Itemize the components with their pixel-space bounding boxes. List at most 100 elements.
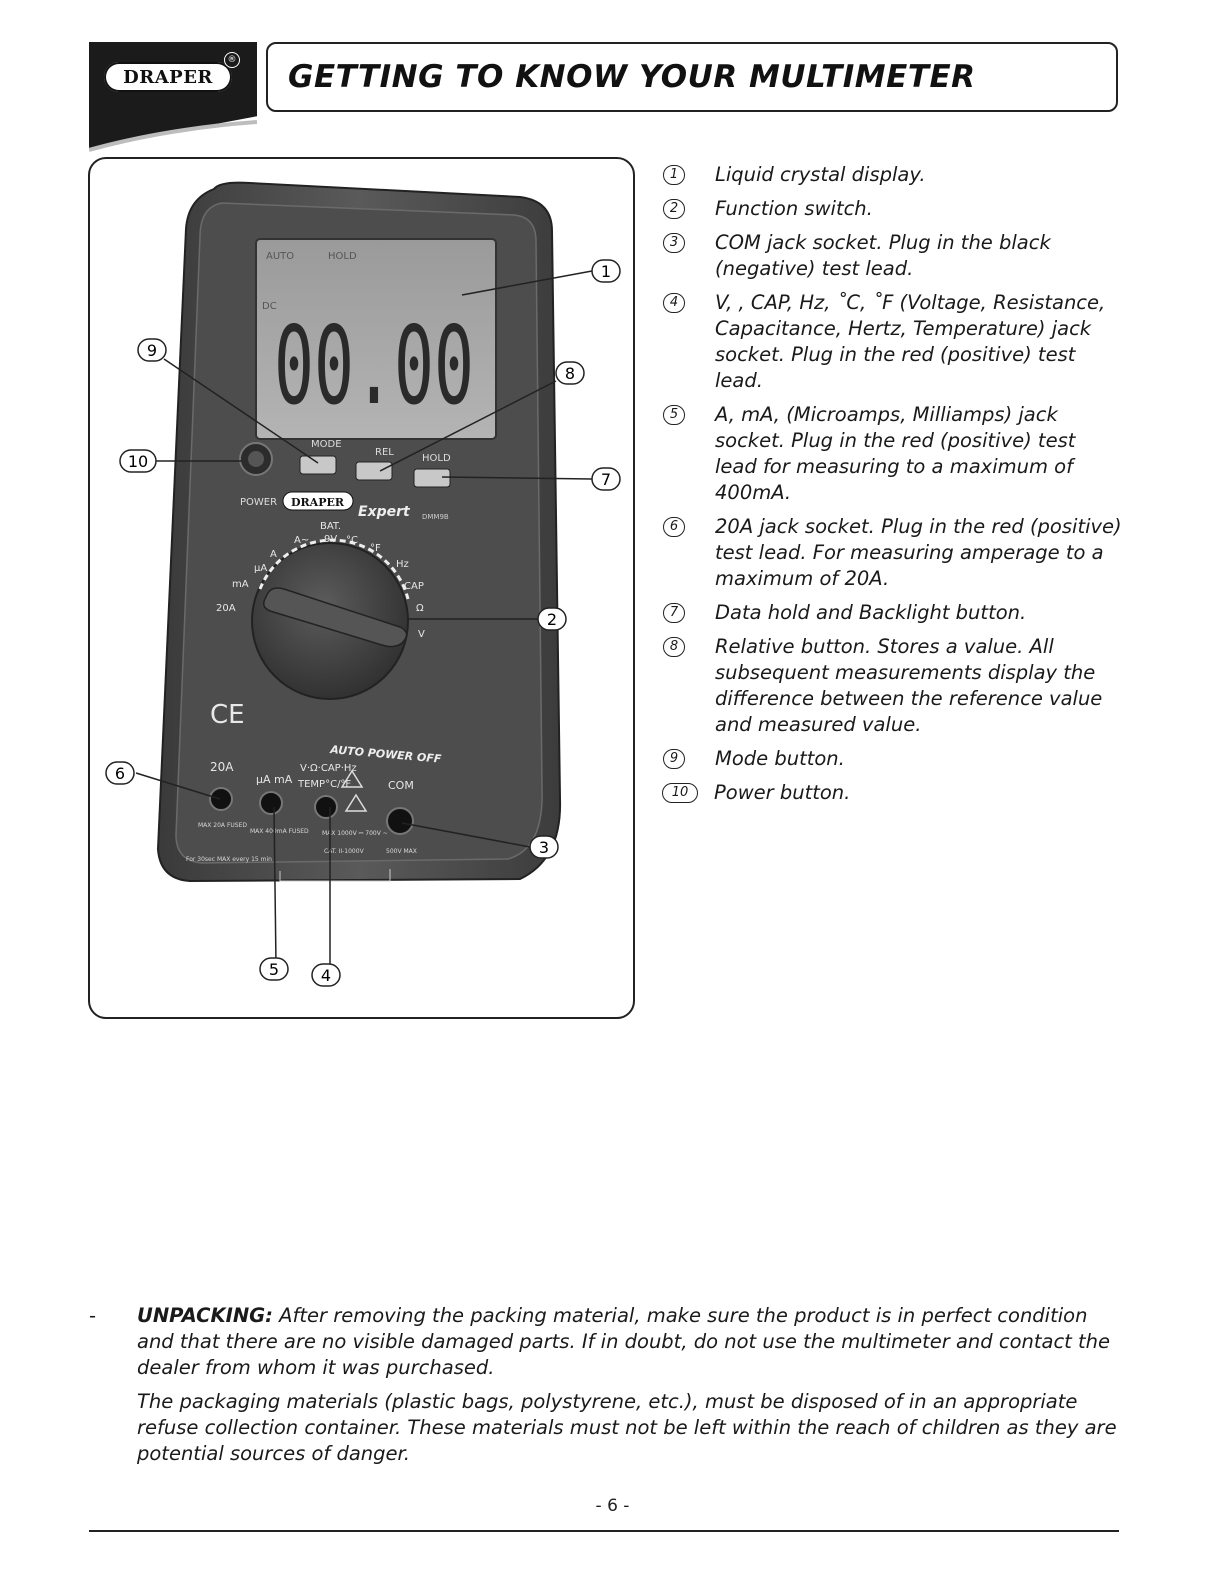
hold-button[interactable] (413, 468, 451, 488)
item-description: V, , CAP, Hz, ˚C, ˚F (Voltage, Resistanc… (715, 291, 1106, 392)
list-item: 6 20A jack socket. Plug in the red (posit… (662, 514, 1122, 592)
warning-triangle-2 (344, 793, 368, 812)
footer-rule (89, 1530, 1119, 1532)
rel-button[interactable] (355, 461, 393, 481)
list-item: 3 COM jack socket. Plug in the black (neg… (662, 230, 1122, 282)
list-item: 5 A, mA, (Microamps, Milliamps) jack sock… (662, 402, 1122, 506)
callout-10: 10 (128, 452, 148, 471)
multimeter-illustration: AUTO HOLD DC 00.00 MODE REL HOLD POWER D… (105, 181, 621, 987)
item-number: 8 (663, 637, 685, 657)
dial-label-ohm: Ω (416, 603, 424, 614)
dial-label-ua: μA (254, 563, 267, 574)
dial-label-v: V (418, 629, 425, 640)
item-description: COM jack socket. Plug in the black (nega… (715, 231, 1051, 280)
dial-label-hz: Hz (396, 559, 409, 570)
item-number: 1 (663, 165, 685, 185)
jack-label-20a: 20A (210, 760, 234, 774)
meter-brand-badge: DRAPER (291, 496, 345, 509)
dial-label-20a: 20A (216, 603, 236, 614)
jack-label-temp: TEMP°C/°F (297, 779, 351, 790)
dial-label-bat: BAT. (320, 521, 341, 532)
callout-3: 3 (539, 838, 549, 857)
callout-2: 2 (547, 610, 557, 629)
callout-labels: 1 2 3 4 5 6 7 8 9 10 (105, 259, 621, 987)
packaging-paragraph: The packaging materials (plastic bags, p… (137, 1390, 1117, 1465)
item-number: 2 (663, 199, 685, 219)
mode-button-label: MODE (311, 439, 342, 450)
jack-com[interactable] (386, 807, 414, 835)
dial-label-f: °F (370, 543, 381, 554)
item-number: 5 (663, 405, 685, 425)
list-item: 1 Liquid crystal display. (662, 162, 1122, 188)
hold-button-label: HOLD (422, 453, 451, 464)
item-description: A, mA, (Microamps, Milliamps) jack socke… (715, 403, 1076, 504)
com-rating-label: 500V MAX (386, 848, 417, 855)
callout-5: 5 (269, 960, 279, 979)
item-number: 4 (663, 293, 685, 313)
registered-mark: ® (224, 52, 240, 68)
list-item: 8 Relative button. Stores a value. All su… (662, 634, 1122, 738)
item-description: Power button. (714, 781, 851, 804)
page-title: GETTING TO KNOW YOUR MULTIMETER (288, 59, 976, 95)
meter-model: DMM9B (422, 513, 449, 521)
item-description: Data hold and Backlight button. (715, 601, 1027, 624)
item-description: Liquid crystal display. (715, 163, 926, 186)
item-number: 9 (663, 749, 685, 769)
dial-label-a-ac: A~ (294, 535, 309, 546)
page-number: - 6 - (595, 1496, 630, 1516)
item-number: 7 (663, 603, 685, 623)
parts-list: 1 Liquid crystal display. 2 Function switc… (662, 162, 1122, 814)
dial-label-a: A (270, 549, 277, 560)
jack-20a[interactable] (209, 787, 233, 811)
unpacking-paragraph: UNPACKING: After removing the packing ma… (89, 1303, 1119, 1381)
jack-labels: 20A μA mA V·Ω·CAP·Hz TEMP°C/°F COM (210, 760, 414, 792)
item-number: 10 (662, 783, 698, 803)
item-description: Function switch. (715, 197, 873, 220)
item-description: Relative button. Stores a value. All sub… (715, 635, 1103, 736)
item-number: 3 (663, 233, 685, 253)
power-label: POWER (240, 497, 277, 508)
list-item: 7 Data hold and Backlight button. (662, 600, 1122, 626)
unpacking-text: After removing the packing material, mak… (137, 1304, 1111, 1379)
rel-button-label: REL (375, 447, 394, 458)
brand-logo: DRAPER (104, 62, 232, 92)
callout-4: 4 (321, 966, 331, 985)
lcd-reading: 00.00 (274, 304, 474, 429)
list-item: 9 Mode button. (662, 746, 1122, 772)
duty-note-label: For 30sec MAX every 15 min (186, 856, 272, 863)
callout-7: 7 (601, 470, 611, 489)
warning-triangle-1 (340, 769, 364, 788)
list-item: 2 Function switch. (662, 196, 1122, 222)
callout-8: 8 (565, 364, 575, 383)
dial-label-cap: CAP (404, 581, 424, 592)
jack-label-com: COM (388, 779, 414, 792)
jack-v[interactable] (314, 795, 338, 819)
list-item: 10 Power button. (662, 780, 1122, 806)
dial-pointer (263, 587, 408, 648)
dial-label-ma: mA (232, 579, 249, 590)
dial-label-c: °C (346, 535, 358, 546)
cat-rating-label: CAT. II-1000V (324, 848, 365, 855)
jack-label-ua-ma: μA mA (256, 773, 293, 786)
fuse-400ma-label: MAX 400mA FUSED (250, 828, 309, 835)
meter-brand-series: Expert (358, 504, 411, 520)
callout-1: 1 (601, 262, 611, 281)
unpacking-section: - UNPACKING: After removing the packing … (89, 1303, 1119, 1467)
mode-button[interactable] (299, 455, 337, 475)
item-description: 20A jack socket. Plug in the red (positi… (715, 515, 1122, 590)
ce-mark: CE (210, 700, 245, 730)
jack-ua-ma[interactable] (259, 791, 283, 815)
item-description: Mode button. (715, 747, 845, 770)
lcd-indicator-auto: AUTO (266, 251, 294, 262)
rating-labels: MAX 20A FUSED MAX 400mA FUSED MAX 1000V … (186, 822, 417, 863)
fuse-20a-label: MAX 20A FUSED (198, 822, 247, 829)
lcd-display (255, 238, 497, 440)
title-box: GETTING TO KNOW YOUR MULTIMETER (266, 42, 1118, 112)
item-number: 6 (663, 517, 685, 537)
jack-label-v: V·Ω·CAP·Hz (300, 763, 357, 774)
bullet-dash: - (89, 1304, 97, 1327)
callout-6: 6 (115, 764, 125, 783)
multimeter-figure: AUTO HOLD DC 00.00 MODE REL HOLD POWER D… (88, 157, 635, 1019)
callout-9: 9 (147, 341, 157, 360)
max-rating-label: MAX 1000V ⎓ 700V ~ (322, 830, 388, 837)
